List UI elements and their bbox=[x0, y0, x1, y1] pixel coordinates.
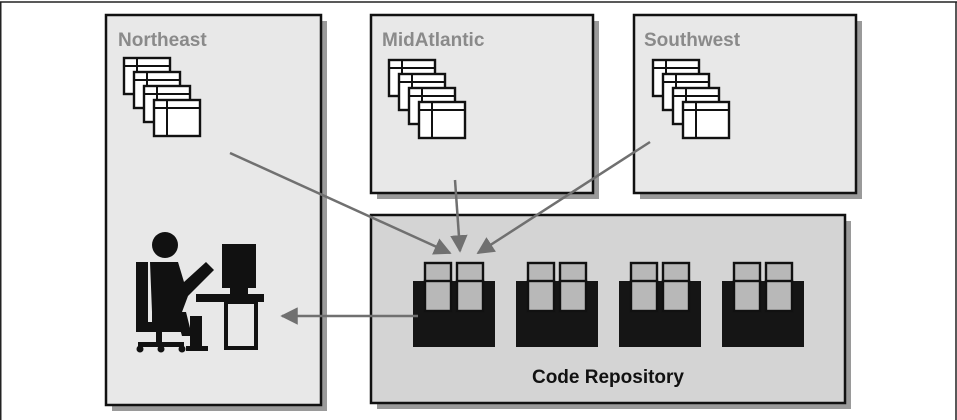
arrow-southwest-to-repo bbox=[476, 140, 651, 255]
arrow-northeast-to-repo bbox=[229, 151, 452, 255]
northeast-label: Northeast bbox=[118, 30, 207, 51]
developer-icon bbox=[136, 232, 264, 353]
southwest-panel: Southwest bbox=[632, 13, 862, 199]
arrow-midatlantic-to-repo bbox=[450, 179, 468, 253]
southwest-label: Southwest bbox=[644, 30, 741, 51]
midatlantic-panel: MidAtlantic bbox=[369, 13, 599, 199]
code-repository-panel: Code Repository bbox=[369, 213, 851, 409]
midatlantic-label: MidAtlantic bbox=[382, 30, 485, 51]
northeast-panel: Northeast bbox=[104, 13, 327, 411]
flow-arrows bbox=[229, 140, 651, 325]
code-repository-label: Code Repository bbox=[532, 367, 684, 388]
